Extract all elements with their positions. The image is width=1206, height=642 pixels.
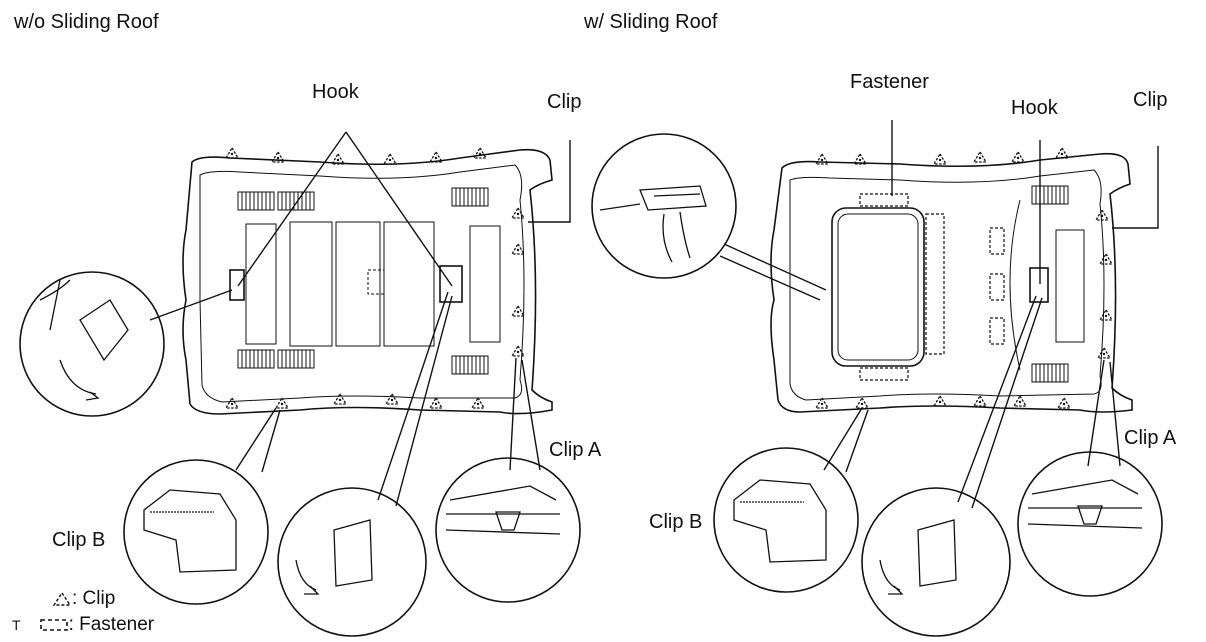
right-fastener-boxes — [859, 193, 1005, 381]
right-hook-label: Hook — [1011, 97, 1058, 119]
left-detail-clip-b-art — [143, 489, 237, 573]
right-clip-b-label: Clip B — [649, 511, 703, 533]
right-detail-clip-b-art — [733, 479, 827, 563]
left-leader-lines — [149, 131, 571, 507]
legend-corner-mark: T — [12, 617, 21, 633]
right-clip-a-label: Clip A — [1124, 427, 1177, 449]
right-detail-fastener-art — [599, 185, 707, 263]
left-hook-label: Hook — [312, 81, 359, 103]
right-headliner — [770, 152, 1133, 413]
left-clip-b-label: Clip B — [52, 529, 106, 551]
right-vents — [1031, 185, 1069, 383]
right-detail-clip-a-art — [1027, 479, 1143, 529]
right-detail-circles — [591, 133, 1163, 637]
right-clip-label: Clip — [1133, 89, 1168, 111]
left-clip-label: Clip — [547, 91, 582, 113]
left-clip-a-label: Clip A — [549, 439, 602, 461]
left-detail-circles — [19, 271, 581, 637]
fastener-dashed-box-icon — [39, 619, 68, 631]
left-headliner — [182, 148, 553, 415]
legend-fastener-text: : Fastener — [68, 614, 155, 635]
left-detail-clip-a-art — [445, 485, 561, 535]
legend-clip: : Clip — [52, 588, 115, 610]
legend-fastener: T : Fastener — [12, 614, 154, 636]
left-detail-hook-art — [39, 279, 129, 401]
legend-clip-text: : Clip — [72, 588, 116, 609]
right-leader-lines — [719, 120, 1159, 509]
right-inner-panels — [1009, 199, 1085, 371]
heading-with-sliding-roof: w/ Sliding Roof — [584, 11, 718, 33]
right-detail-hook-b-art — [879, 519, 957, 595]
clip-triangle-icon — [52, 591, 72, 606]
left-inner-panels — [229, 221, 501, 347]
heading-without-sliding-roof: w/o Sliding Roof — [14, 11, 159, 33]
right-fastener-label: Fastener — [850, 71, 929, 93]
left-clip-markers — [225, 147, 525, 409]
left-detail-hook-b-art — [295, 519, 373, 595]
